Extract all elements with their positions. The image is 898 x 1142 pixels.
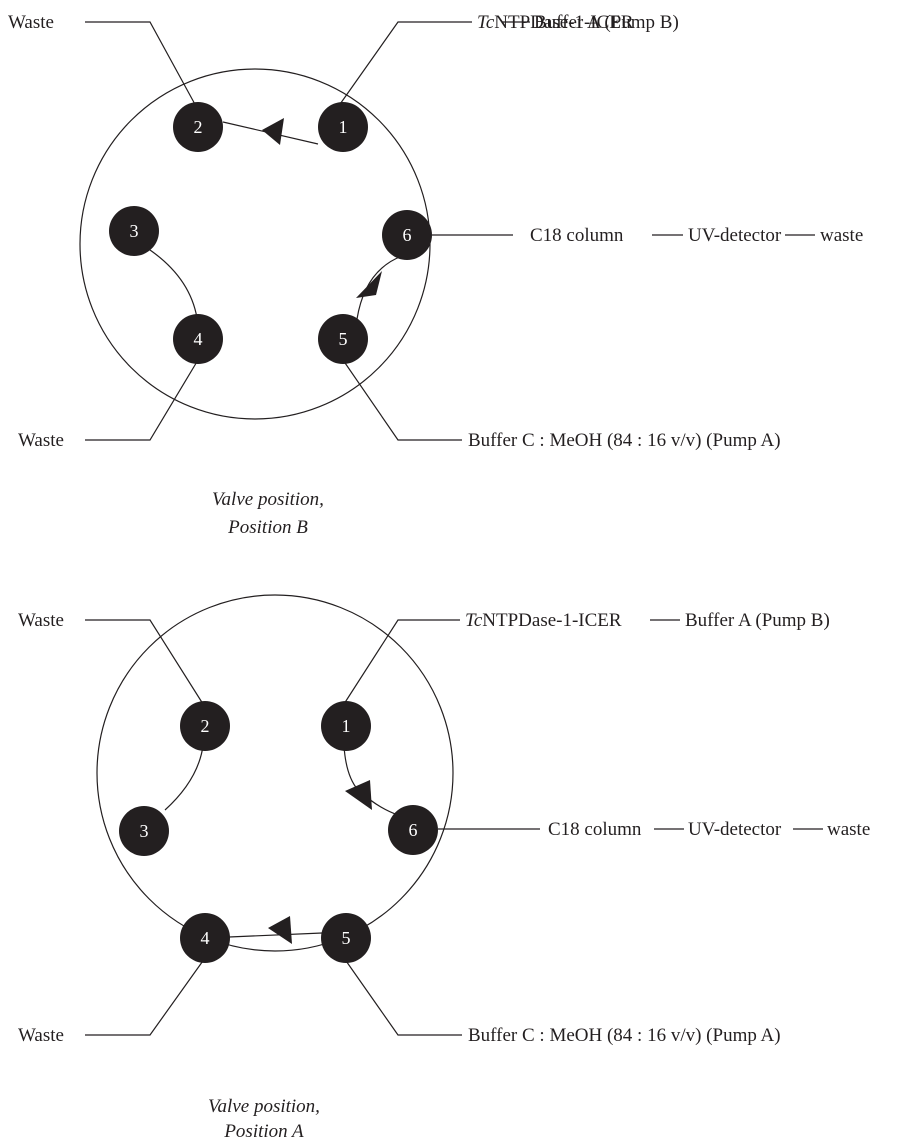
buffer-c-label: Buffer C : MeOH (84 : 16 v/v) (Pump A): [468, 430, 781, 451]
waste-bottom-line: [85, 957, 206, 1036]
waste-top-label: Waste: [8, 12, 54, 33]
port-6: 6: [388, 805, 438, 855]
waste-bottom-line: [85, 359, 199, 441]
port-5-label: 5: [342, 928, 351, 948]
flow-arrow-5-to-6: [356, 271, 382, 298]
waste-bottom-label: Waste: [18, 430, 64, 451]
port-1: 1: [318, 102, 368, 152]
buffer-c-line: [342, 359, 462, 441]
port-2: 2: [180, 701, 230, 751]
caption-line-1: Valve position,: [208, 1096, 320, 1117]
port-3-label: 3: [140, 821, 149, 841]
flow-5-to-4: [228, 932, 323, 938]
caption-line-2: Position B: [227, 517, 308, 538]
waste-top-line: [85, 21, 198, 109]
flow-5-to-6: [356, 255, 403, 320]
buffer-c-line: [343, 957, 462, 1036]
buffer-a-line: [343, 619, 460, 705]
flow-arrow-1-to-6: [345, 780, 372, 810]
port-2-label: 2: [194, 117, 203, 137]
port-6-label: 6: [403, 225, 412, 245]
buffer-a-label: Buffer A (Pump B): [534, 12, 679, 33]
waste-right-label: waste: [827, 819, 870, 840]
buffer-a-line: [337, 21, 472, 108]
port-4-label: 4: [194, 329, 203, 349]
buffer-c-label: Buffer C : MeOH (84 : 16 v/v) (Pump A): [468, 1025, 781, 1046]
waste-top-label: Waste: [18, 610, 64, 631]
port-4: 4: [180, 913, 230, 963]
flow-3-to-4: [149, 249, 198, 319]
port-1-label: 1: [342, 716, 351, 736]
port-2-label: 2: [201, 716, 210, 736]
port-3: 3: [109, 206, 159, 256]
port-4-label: 4: [201, 928, 210, 948]
port-5: 5: [318, 314, 368, 364]
column-label: C18 column: [530, 225, 624, 246]
port-4: 4: [173, 314, 223, 364]
diagram-position-b: 1 2 3 4 5 6 Waste TcNTPDase-1-ICER Buffe…: [8, 12, 863, 538]
buffer-a-label: Buffer A (Pump B): [685, 610, 830, 631]
port-3: 3: [119, 806, 169, 856]
caption-line-1: Valve position,: [212, 489, 324, 510]
port-1: 1: [321, 701, 371, 751]
flow-2-to-3: [164, 745, 204, 811]
port-3-label: 3: [130, 221, 139, 241]
port-6: 6: [382, 210, 432, 260]
detector-label: UV-detector: [688, 225, 782, 246]
waste-bottom-label: Waste: [18, 1025, 64, 1046]
column-label: C18 column: [548, 819, 642, 840]
port-5-label: 5: [339, 329, 348, 349]
valve-body-circle: [96, 594, 454, 952]
port-1-label: 1: [339, 117, 348, 137]
enzyme-label: TcNTPDase-1-ICER: [465, 610, 622, 631]
flow-arrow-1-to-2: [262, 118, 284, 145]
waste-right-label: waste: [820, 225, 863, 246]
port-6-label: 6: [409, 820, 418, 840]
port-2: 2: [173, 102, 223, 152]
port-5: 5: [321, 913, 371, 963]
waste-top-line: [85, 619, 204, 705]
detector-label: UV-detector: [688, 819, 782, 840]
caption-line-2: Position A: [223, 1121, 304, 1142]
diagram-position-a: 2 1 3 6 4 5 Waste TcNTPDase-1-ICER Buffe…: [18, 594, 870, 1142]
enzyme-label: TcNTPDase-1-ICER: [477, 12, 634, 33]
flow-arrow-5-to-4: [268, 916, 292, 944]
